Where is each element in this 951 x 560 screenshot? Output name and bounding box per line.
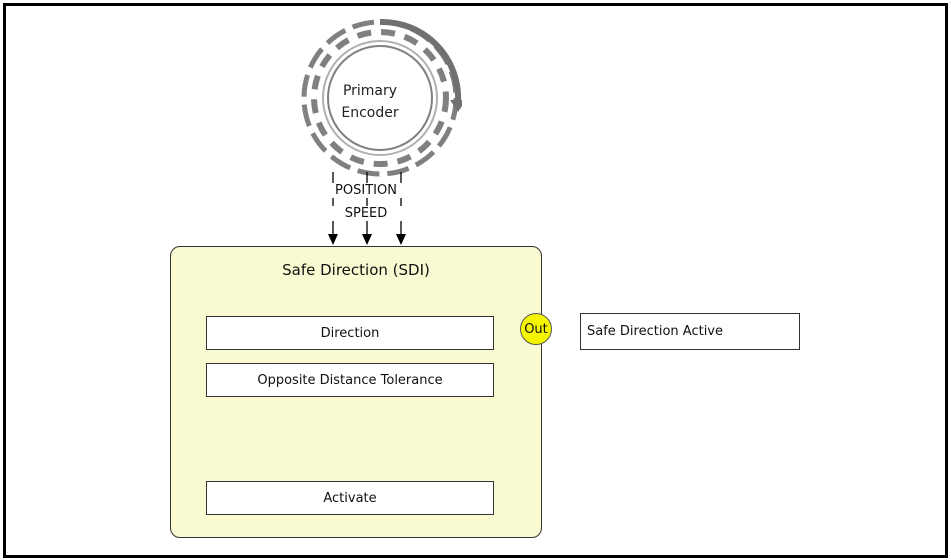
block-title: Safe Direction (SDI) bbox=[282, 261, 430, 279]
encoder-label-line2: Encoder bbox=[341, 105, 399, 121]
encoder-icon bbox=[301, 18, 462, 177]
encoder-label: Primary Encoder bbox=[328, 80, 412, 124]
encoder-label-line1: Primary bbox=[342, 83, 398, 99]
signal-position-label: POSITION bbox=[318, 183, 414, 198]
signal-speed-label: SPEED bbox=[318, 206, 414, 221]
param-direction[interactable]: Direction bbox=[206, 316, 494, 350]
out-port[interactable]: Out bbox=[520, 313, 552, 345]
sdi-function-block: Safe Direction (SDI) Direction Opposite … bbox=[170, 246, 542, 538]
output-safe-direction-active[interactable]: Safe Direction Active bbox=[580, 313, 800, 350]
param-opposite-distance-tolerance[interactable]: Opposite Distance Tolerance bbox=[206, 363, 494, 397]
param-activate[interactable]: Activate bbox=[206, 481, 494, 515]
